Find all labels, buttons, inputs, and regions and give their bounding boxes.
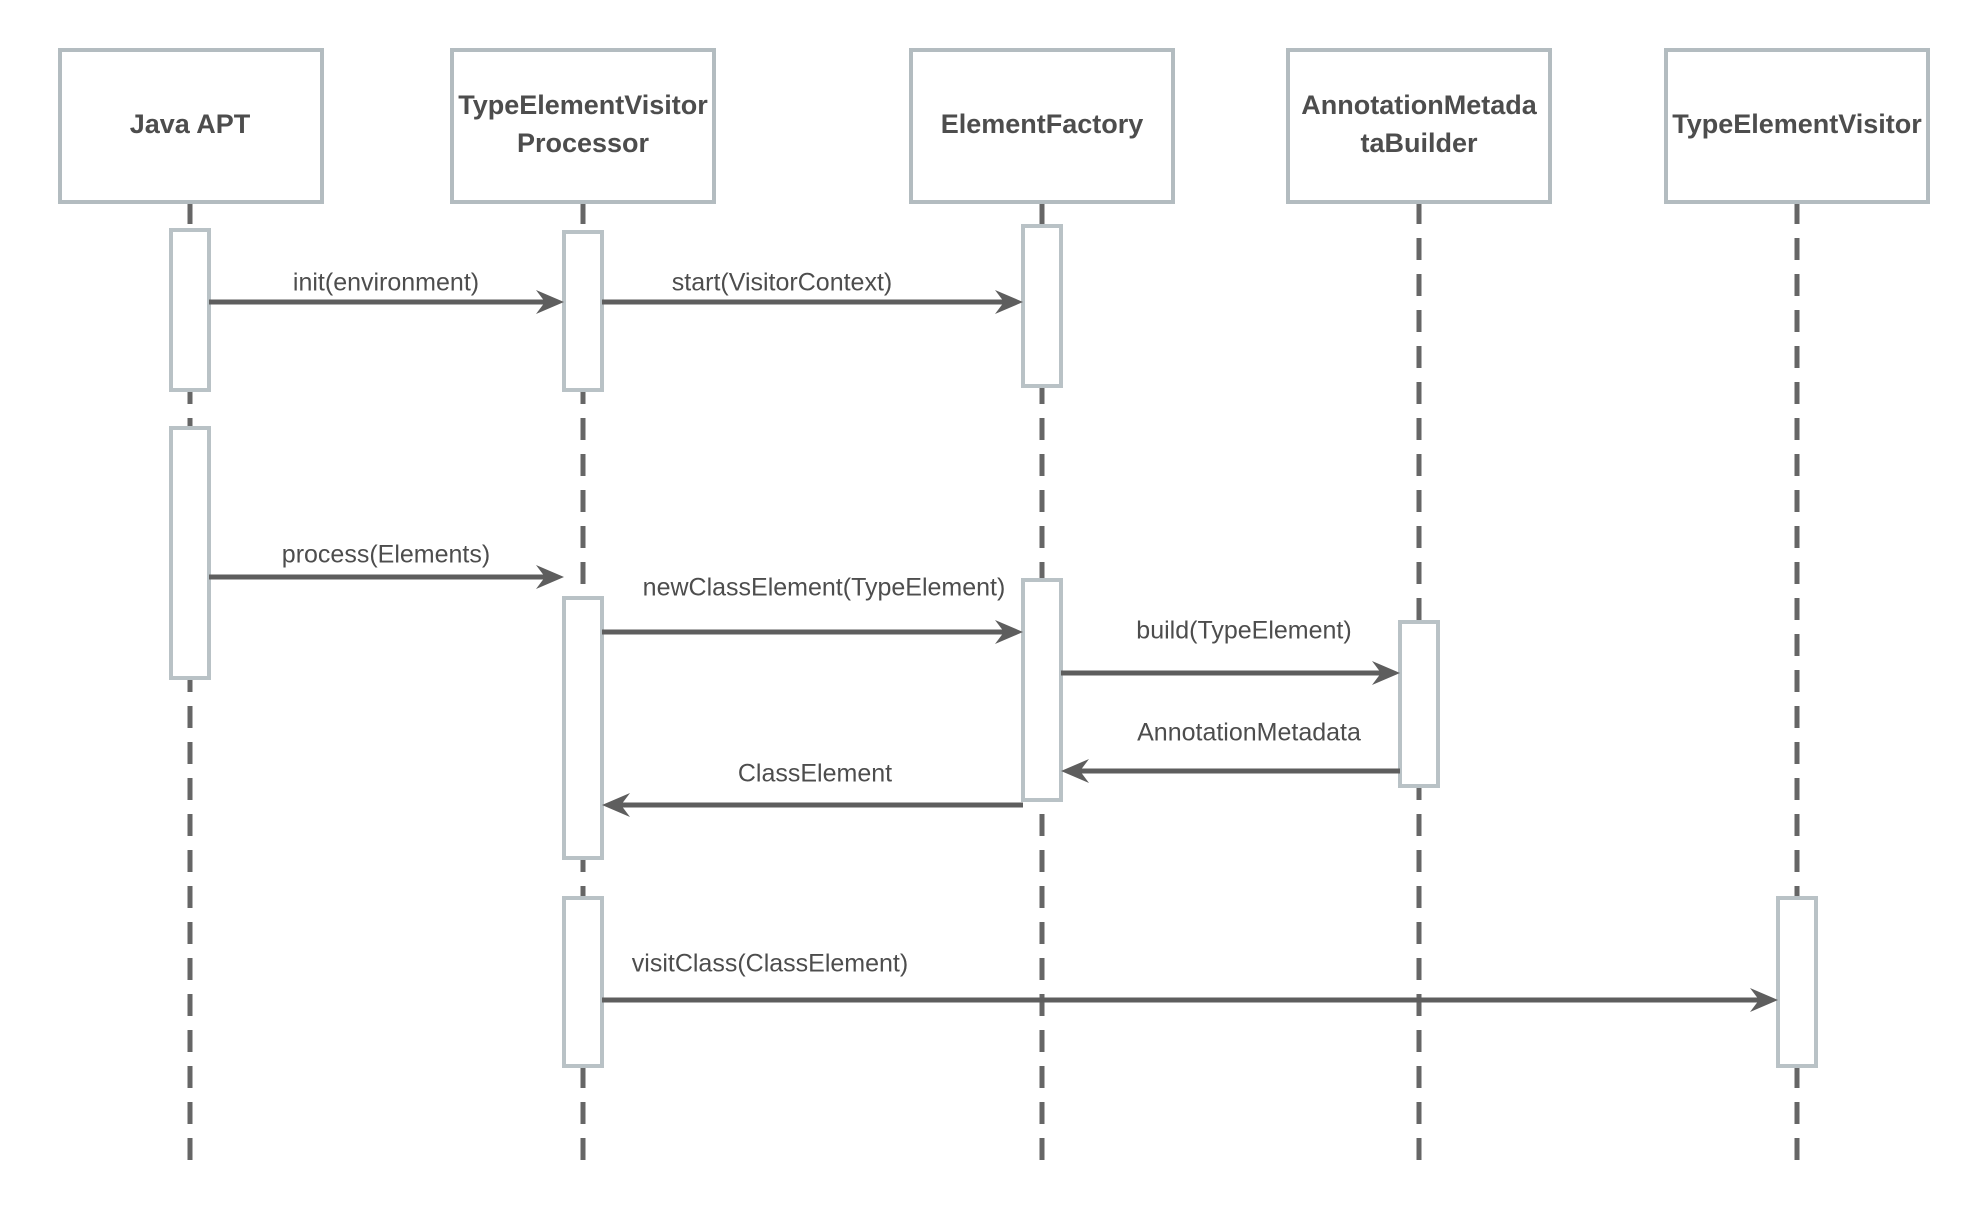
act-visitor-1 (1776, 896, 1818, 1068)
msg-start[interactable]: start(VisitorContext) (602, 269, 1023, 314)
act-processor-2 (562, 596, 604, 860)
msg-start-arrowhead (995, 290, 1023, 314)
participant-label-processor: Processor (517, 128, 650, 158)
participant-factory[interactable]: ElementFactory (909, 48, 1175, 204)
msg-annotationmetadata-arrowhead (1061, 759, 1089, 783)
participant-label-processor: TypeElementVisitor (458, 90, 708, 120)
participant-box-javaapt[interactable] (58, 48, 324, 204)
msg-newclass-arrowhead (995, 620, 1023, 644)
act-processor-1 (562, 230, 604, 392)
msg-init-arrowhead (536, 290, 564, 314)
msg-visitclass-label: visitClass(ClassElement) (632, 950, 908, 978)
msg-build-arrowhead (1372, 661, 1400, 685)
participant-visitor[interactable]: TypeElementVisitor (1664, 48, 1930, 204)
msg-init[interactable]: init(environment) (209, 269, 564, 314)
msg-classelement-label: ClassElement (738, 760, 892, 788)
msg-build[interactable]: build(TypeElement) (1061, 617, 1400, 685)
msg-process-label: process(Elements) (282, 541, 490, 569)
participant-box-builder[interactable] (1286, 48, 1552, 204)
act-javaapt-2 (169, 426, 211, 680)
participant-label-builder: taBuilder (1360, 128, 1478, 158)
participant-box-visitor[interactable] (1664, 48, 1930, 204)
msg-classelement[interactable]: ClassElement (602, 760, 1023, 817)
msg-annotationmetadata-label: AnnotationMetadata (1137, 719, 1361, 747)
msg-build-label: build(TypeElement) (1136, 617, 1351, 645)
msg-annotationmetadata[interactable]: AnnotationMetadata (1061, 719, 1400, 783)
msg-visitclass[interactable]: visitClass(ClassElement) (602, 950, 1778, 1012)
messages-layer: init(environment) start(VisitorContext) pr… (209, 269, 1778, 1012)
participant-builder[interactable]: AnnotationMetada taBuilder (1286, 48, 1552, 204)
msg-start-label: start(VisitorContext) (672, 269, 892, 297)
participant-label-javaapt: Java APT (130, 109, 251, 139)
msg-newclass[interactable]: newClassElement(TypeElement) (602, 574, 1023, 644)
msg-process-arrowhead (536, 565, 564, 589)
act-javaapt-1 (169, 228, 211, 392)
msg-init-label: init(environment) (293, 269, 479, 297)
participant-box-factory[interactable] (909, 48, 1175, 204)
participant-label-builder: AnnotationMetada (1301, 90, 1537, 120)
participant-label-factory: ElementFactory (941, 109, 1144, 139)
act-processor-3 (562, 896, 604, 1068)
act-factory-2 (1021, 578, 1063, 802)
act-builder-1 (1398, 620, 1440, 788)
activations-layer (169, 224, 1818, 1068)
participant-box-processor[interactable] (450, 48, 716, 204)
participant-label-visitor: TypeElementVisitor (1672, 109, 1922, 139)
msg-newclass-label: newClassElement(TypeElement) (643, 574, 1006, 602)
act-factory-1 (1021, 224, 1063, 388)
msg-classelement-arrowhead (602, 793, 630, 817)
lifelines-layer (187, 202, 1800, 1172)
msg-process[interactable]: process(Elements) (209, 541, 564, 589)
msg-visitclass-arrowhead (1750, 988, 1778, 1012)
participant-javaapt[interactable]: Java APT (58, 48, 324, 204)
